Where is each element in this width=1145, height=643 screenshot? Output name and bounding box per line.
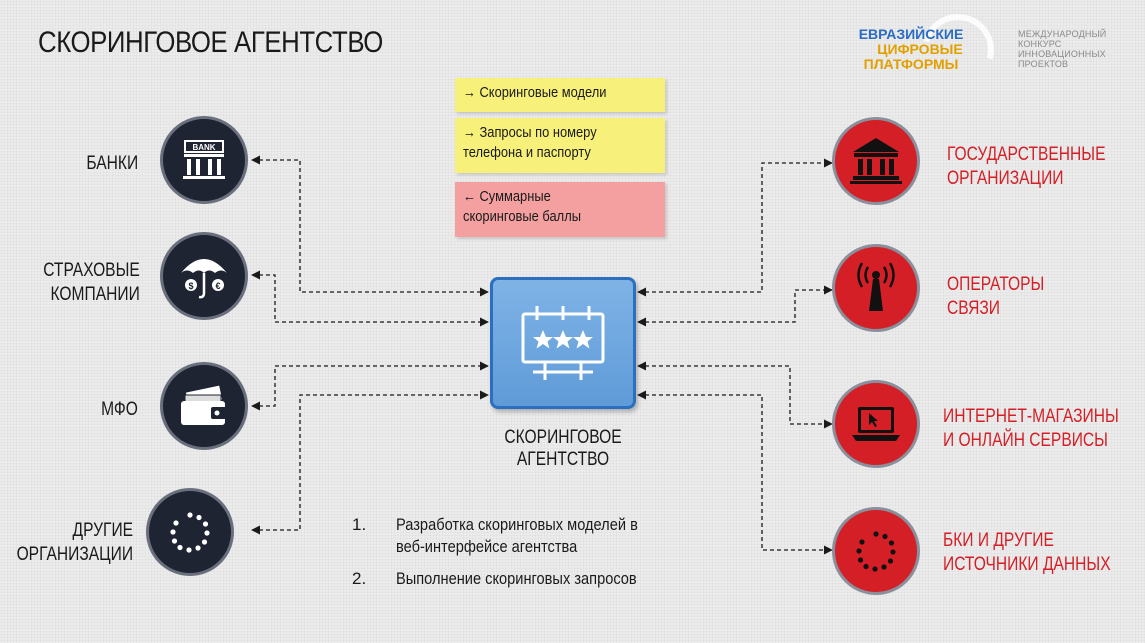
node-insurance[interactable]: $ € [160,232,248,320]
step-text: Выполнение скоринговых запросов [396,568,637,590]
page-title: СКОРИНГОВОЕ АГЕНТСТВО [38,26,383,59]
connector-insurance [251,270,489,327]
logo-line-3: ПЛАТФОРМЫ [863,56,959,72]
legend-requests-text: телефона и паспорту [463,144,591,161]
agency-node[interactable] [490,277,636,409]
connector-gov [637,158,833,297]
label-banks-text: БАНКИ [86,153,138,174]
node-telecom[interactable] [832,244,920,332]
connector-other [251,390,489,535]
label-bki-line1: БКИ И ДРУГИЕ [943,530,1054,551]
node-banks[interactable]: BANK [160,116,248,204]
node-bki[interactable] [832,507,920,595]
svg-text:€: € [215,281,220,291]
label-other-line2: ОРГАНИЗАЦИИ [16,544,133,565]
node-government[interactable] [832,117,920,205]
billboard-stars-icon [521,306,605,380]
label-other: ДРУГИЕ ОРГАНИЗАЦИИ [17,519,133,567]
logo: ЕВРАЗИЙСКИЕ ЦИФРОВЫЕ ПЛАТФОРМЫ [846,27,976,72]
node-other[interactable] [146,488,234,576]
label-shops-line1: ИНТЕРНЕТ-МАГАЗИНЫ [943,406,1119,427]
label-shops: ИНТЕРНЕТ-МАГАЗИНЫ И ОНЛАЙН СЕРВИСЫ [943,405,1119,453]
step-text-line1: Разработка скоринговых моделей в [396,515,638,534]
step-number: 1. [352,515,367,534]
logo-line-1: ЕВРАЗИЙСКИЕ [858,26,964,42]
steps-list: 1. Разработка скоринговых моделей в веб-… [352,514,677,600]
bank-icon: BANK [183,140,225,179]
government-building-icon [850,138,902,184]
legend-scores: ← Суммарные скоринговые баллы [455,182,665,237]
logo-subtitle-line: МЕЖДУНАРОДНЫЙ [1018,29,1107,39]
umbrella-money-icon: $ € [181,259,227,299]
wallet-icon [181,385,227,425]
label-bki-line2: ИСТОЧНИКИ ДАННЫХ [943,554,1111,575]
label-government-line1: ГОСУДАРСТВЕННЫЕ [947,144,1106,165]
dots-circle-icon [856,531,896,572]
laptop-cursor-icon [852,407,900,441]
legend-models-text: → Скоринговые модели [463,84,607,101]
label-telecom: ОПЕРАТОРЫ СВЯЗИ [947,273,1044,321]
label-insurance: СТРАХОВЫЕ КОМПАНИИ [43,259,140,307]
label-other-line1: ДРУГИЕ [72,520,133,541]
agency-label-line1: СКОРИНГОВОЕ [504,427,622,448]
antenna-icon [857,262,895,311]
legend-models: → Скоринговые модели [455,78,665,112]
logo-line-2: ЦИФРОВЫЕ [877,41,963,57]
list-item: 1. Разработка скоринговых моделей в веб-… [352,514,677,558]
step-text-line2: веб-интерфейсе агентства [396,537,578,556]
label-mfo: МФО [101,398,138,422]
agency-label-line2: АГЕНТСТВО [516,449,610,470]
logo-subtitle-line: ПРОЕКТОВ [1018,59,1069,69]
dots-circle-icon [170,512,210,553]
label-government: ГОСУДАРСТВЕННЫЕ ОРГАНИЗАЦИИ [947,143,1106,191]
step-text: Разработка скоринговых моделей в веб-инт… [396,514,638,558]
legend-scores-text: скоринговые баллы [463,208,581,225]
logo-subtitle-line: ИННОВАЦИОННЫХ [1018,49,1106,59]
agency-label: СКОРИНГОВОЕ АГЕНТСТВО [487,427,640,471]
label-telecom-line1: ОПЕРАТОРЫ [947,274,1045,295]
node-mfo[interactable] [160,362,248,450]
list-item: 2. Выполнение скоринговых запросов [352,568,677,590]
label-banks: БАНКИ [86,152,138,176]
connector-telecom [637,285,833,327]
connector-banks [251,155,489,297]
label-insurance-line2: КОМПАНИИ [50,284,140,305]
logo-subtitle-line: КОНКУРС [1018,39,1062,49]
legend-requests: → Запросы по номеру телефона и паспорту [455,118,665,173]
label-insurance-line1: СТРАХОВЫЕ [43,260,140,281]
legend-requests-text: → Запросы по номеру [463,124,597,141]
label-government-line2: ОРГАНИЗАЦИИ [947,168,1064,189]
legend-scores-text: ← Суммарные [463,188,551,205]
node-shops[interactable] [832,380,920,468]
step-text-line1: Выполнение скоринговых запросов [396,569,637,588]
label-telecom-line2: СВЯЗИ [947,298,1000,319]
label-bki: БКИ И ДРУГИЕ ИСТОЧНИКИ ДАННЫХ [943,529,1111,577]
label-shops-line2: И ОНЛАЙН СЕРВИСЫ [943,430,1108,451]
svg-text:$: $ [188,281,193,291]
label-mfo-text: МФО [101,399,138,420]
svg-text:BANK: BANK [192,143,215,152]
logo-subtitle: МЕЖДУНАРОДНЫЙ КОНКУРС ИННОВАЦИОННЫХ ПРОЕ… [1018,29,1106,69]
step-number: 2. [352,569,367,588]
connector-mfo [251,361,489,411]
